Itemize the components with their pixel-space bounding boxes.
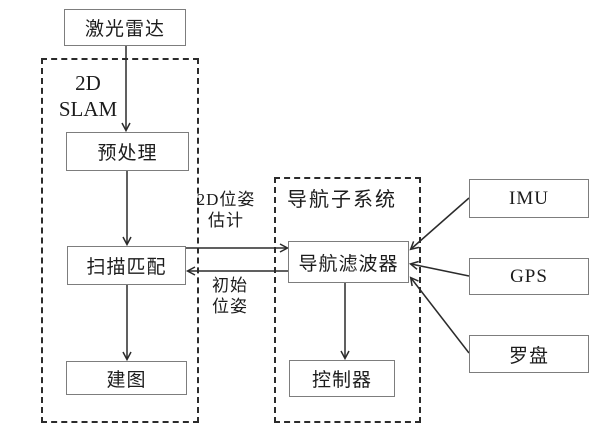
- group-nav-subsystem-frame: [274, 177, 421, 423]
- group-2d-slam-frame: [41, 58, 199, 423]
- edge-label-initial-pose-line2: 位姿: [212, 297, 248, 317]
- node-imu: IMU: [469, 179, 589, 218]
- node-controller: 控制器: [289, 360, 395, 397]
- group-label-2d-slam: 2D SLAM: [50, 70, 126, 123]
- node-compass: 罗盘: [469, 335, 589, 373]
- edge-label-pose-estimate-line2: 估计: [208, 211, 244, 231]
- group-label-2d-slam-line2: SLAM: [58, 97, 118, 122]
- node-imu-label: IMU: [509, 187, 549, 209]
- node-compass-label: 罗盘: [508, 345, 549, 367]
- edge-label-pose-estimate-line1: 2D位姿: [196, 190, 256, 209]
- node-nav-filter: 导航滤波器: [288, 241, 409, 283]
- group-label-2d-slam-line1: 2D: [75, 71, 101, 95]
- edge-label-pose-estimate: 2D位姿 估计: [196, 189, 256, 232]
- node-nav-filter-label: 导航滤波器: [298, 253, 399, 275]
- node-scan-match: 扫描匹配: [67, 246, 186, 285]
- node-scan-match-label: 扫描匹配: [86, 257, 167, 278]
- edge-label-initial-pose-line1: 初始: [212, 276, 248, 295]
- group-label-nav-subsystem: 导航子系统: [282, 188, 402, 213]
- node-mapping: 建图: [66, 361, 187, 395]
- node-lidar: 激光雷达: [64, 9, 186, 46]
- node-gps-label: GPS: [510, 265, 548, 287]
- edge-label-initial-pose: 初始 位姿: [202, 275, 258, 318]
- node-preprocess-label: 预处理: [97, 143, 158, 164]
- node-preprocess: 预处理: [66, 132, 189, 171]
- node-gps: GPS: [469, 258, 589, 295]
- edge-compass-to-navfilter: [409, 276, 470, 354]
- edge-gps-to-navfilter: [408, 260, 470, 277]
- node-mapping-label: 建图: [106, 369, 147, 391]
- node-controller-label: 控制器: [311, 370, 372, 391]
- group-label-nav-subsystem-text: 导航子系统: [287, 189, 397, 211]
- edge-imu-to-navfilter: [409, 197, 470, 251]
- node-lidar-label: 激光雷达: [84, 19, 165, 40]
